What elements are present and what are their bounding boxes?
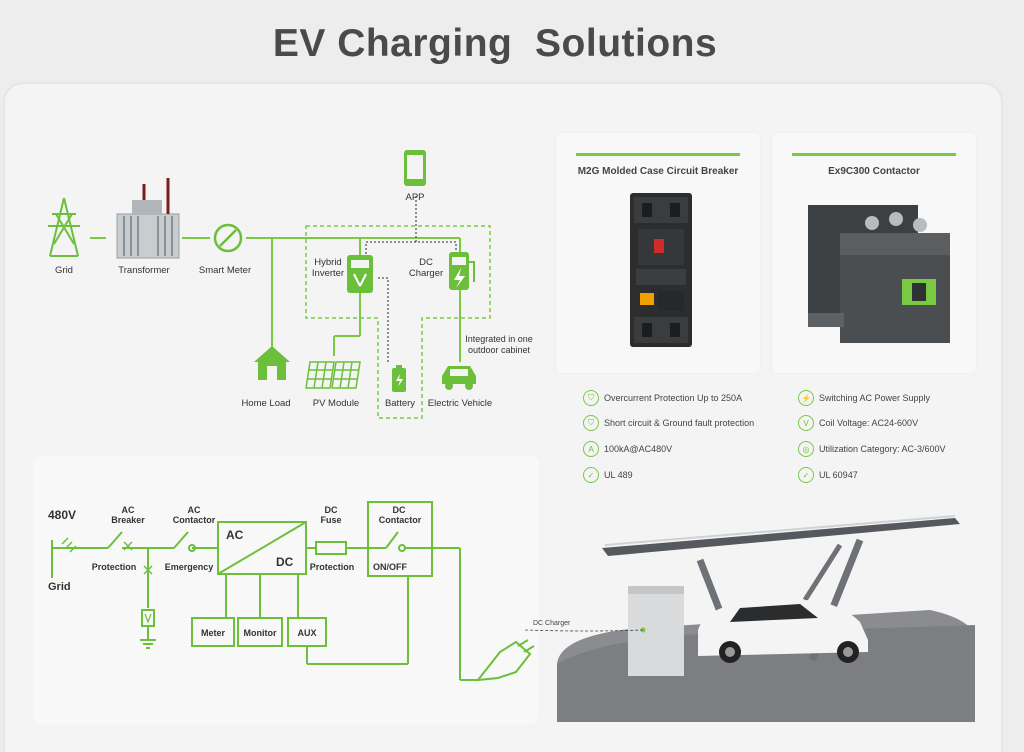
battery-icon	[392, 365, 406, 392]
dc-contactor-label-2: Contactor	[378, 515, 422, 525]
pv-module-icon	[305, 361, 361, 389]
breaker-image	[630, 193, 692, 347]
breaker-card: M2G Molded Case Circuit Breaker	[556, 133, 760, 373]
contactor-feature-3: ◎ Utilization Category: AC-3/600V	[798, 439, 946, 459]
charging-gun-icon	[475, 639, 535, 682]
smart-meter-label: Smart Meter	[198, 265, 252, 276]
hybrid-inverter-label-2: Inverter	[311, 268, 345, 279]
breaker-feature-2: ⛉ Short circuit & Ground fault protection	[583, 413, 754, 433]
contactor-feature-2: V Coil Voltage: AC24-600V	[798, 413, 918, 433]
shield-icon: ⛉	[583, 390, 599, 406]
emergency-label: Emergency	[164, 562, 214, 572]
electric-vehicle-icon	[442, 366, 476, 390]
ac-breaker-label-2: Breaker	[111, 515, 145, 525]
hybrid-inverter-label-1: Hybrid	[314, 257, 342, 268]
grid-tower-icon	[48, 197, 80, 257]
aux-box-label: AUX	[297, 628, 317, 638]
app-phone-icon	[404, 150, 426, 186]
page-title: EV Charging Solutions	[272, 22, 718, 65]
breaker-title: M2G Molded Case Circuit Breaker	[577, 166, 739, 177]
feature-text: Short circuit & Ground fault protection	[604, 418, 755, 428]
electric-vehicle-label: Electric Vehicle	[427, 398, 493, 409]
ac-label: AC	[226, 528, 244, 542]
dc-fuse-label-2: Fuse	[320, 515, 342, 525]
power-icon: ⚡	[798, 390, 814, 406]
ac-contactor-label-1: AC	[187, 505, 201, 515]
voltage-label: 480V	[48, 508, 77, 522]
contactor-feature-1: ⚡ Switching AC Power Supply	[798, 388, 930, 408]
dc-fuse-label-1: DC	[324, 505, 338, 515]
breaker-feature-1: ⛉ Overcurrent Protection Up to 250A	[583, 388, 742, 408]
voltage-icon: V	[798, 415, 814, 431]
protection-label-2: Protection	[309, 562, 355, 572]
check-icon: ✓	[798, 467, 814, 483]
app-label: APP	[405, 192, 425, 203]
grid-label: Grid	[55, 265, 73, 276]
topology-diagram	[48, 150, 491, 419]
feature-text: Overcurrent Protection Up to 250A	[604, 393, 743, 403]
dc-contactor-label-1: DC	[392, 505, 406, 515]
cabinet-label-2: outdoor cabinet	[467, 345, 531, 355]
transformer-icon	[116, 178, 180, 259]
transformer-label: Transformer	[118, 265, 170, 276]
pv-module-label: PV Module	[312, 398, 360, 409]
feature-text: Utilization Category: AC-3/600V	[819, 444, 946, 454]
category-icon: ◎	[798, 441, 814, 457]
feature-text: UL 60947	[819, 470, 858, 480]
battery-label: Battery	[384, 398, 416, 409]
shield-icon: ⛉	[583, 415, 599, 431]
contactor-image	[808, 205, 950, 343]
contactor-card-accent	[792, 153, 956, 156]
smart-meter-icon	[213, 223, 243, 253]
dc-charger-label-2: Charger	[408, 268, 444, 279]
ac-breaker-label-1: AC	[121, 505, 135, 515]
home-load-label: Home Load	[241, 398, 291, 409]
breaker-feature-4: ✓ UL 489	[583, 465, 633, 485]
hybrid-inverter-icon	[347, 255, 373, 293]
dc-label: DC	[276, 555, 294, 569]
rating-icon: A	[583, 441, 599, 457]
feature-text: Switching AC Power Supply	[819, 393, 931, 403]
feature-text: UL 489	[604, 470, 633, 480]
home-icon	[254, 346, 290, 380]
breaker-card-accent	[576, 153, 740, 156]
on-off-label: ON/OFF	[373, 562, 407, 572]
feature-text: 100kA@AC480V	[604, 444, 673, 454]
ac-contactor-label-2: Contactor	[172, 515, 216, 525]
dc-charger-label-1: DC	[419, 257, 433, 268]
wiring-grid-label: Grid	[48, 581, 71, 593]
wiring-diagram-panel	[33, 456, 539, 724]
check-icon: ✓	[583, 467, 599, 483]
contactor-feature-4: ✓ UL 60947	[798, 465, 858, 485]
carport-dc-charger-label: DC Charger	[533, 620, 571, 627]
protection-label-1: Protection	[91, 562, 137, 572]
contactor-card: Ex9C300 Contactor	[772, 133, 976, 373]
monitor-box-label: Monitor	[243, 628, 277, 638]
feature-text: Coil Voltage: AC24-600V	[819, 418, 919, 428]
meter-box-label: Meter	[200, 628, 225, 638]
cabinet-label-1: Integrated in one	[465, 334, 533, 344]
breaker-feature-3: A 100kA@AC480V	[583, 439, 672, 459]
dc-charger-icon	[449, 252, 475, 290]
contactor-title: Ex9C300 Contactor	[828, 166, 920, 177]
